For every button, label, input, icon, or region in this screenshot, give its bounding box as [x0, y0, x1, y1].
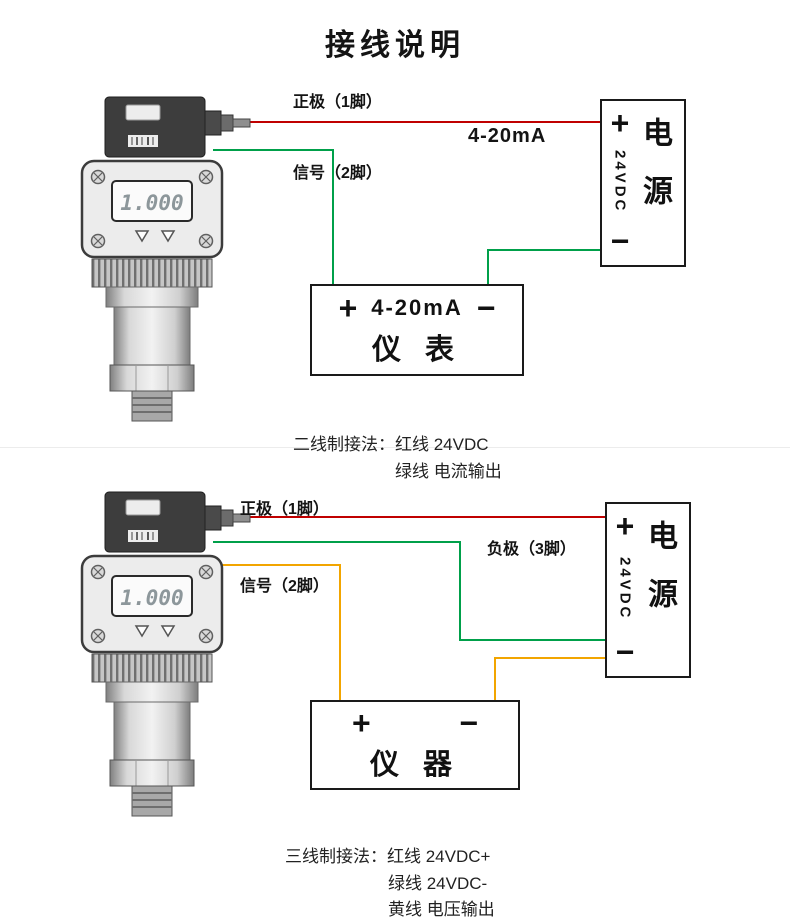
- label-positive-bottom: 正极（1脚）: [240, 501, 329, 518]
- lcd-display: 1.000: [120, 586, 183, 610]
- power-supply-box-top: + 24VDC − 电源: [600, 99, 686, 267]
- minus-terminal: −: [615, 633, 635, 670]
- cable-gland: [204, 505, 251, 531]
- voltage-label: 24VDC: [616, 557, 634, 621]
- current-range-label: 4-20mA: [371, 295, 463, 320]
- caption-three-wire-line1: 三线制接法：红线 24VDC+: [285, 847, 491, 866]
- wire-negative-bottom: [213, 541, 605, 641]
- minus-terminal: −: [476, 290, 496, 326]
- power-terminals: + 24VDC −: [602, 101, 632, 265]
- label-positive-top: 正极（1脚）: [293, 94, 382, 111]
- section-divider: [0, 447, 790, 448]
- pressure-transmitter-bottom: 1.000: [80, 491, 251, 817]
- plus-terminal: +: [338, 290, 358, 326]
- label-negative-bottom: 负极（3脚）: [487, 541, 576, 558]
- wire-return-top: [487, 249, 600, 285]
- lcd-panel: [111, 180, 193, 222]
- display-head: 1.000: [80, 159, 224, 259]
- hex-nut: [109, 759, 195, 787]
- meter-label: 仪 器: [369, 749, 461, 781]
- plus-terminal: +: [610, 105, 630, 141]
- meter-terminals: + −: [312, 707, 518, 739]
- minus-terminal: −: [459, 705, 478, 741]
- power-terminals: + 24VDC −: [607, 504, 637, 676]
- caption-two-wire-line1: 二线制接法：红线 24VDC: [293, 435, 489, 454]
- power-supply-label: 电源: [643, 520, 676, 636]
- device-neck: [105, 681, 199, 703]
- hex-nut: [109, 364, 195, 392]
- display-head: 1.000: [80, 554, 224, 654]
- knurled-ring: [91, 653, 213, 683]
- button-down-right: [160, 230, 176, 243]
- wire-signal-top: [213, 149, 334, 285]
- meter-box-top: + 4-20mA − 仪 表: [310, 284, 524, 376]
- caption-two-wire-line2: 绿线 电流输出: [395, 462, 502, 481]
- wire-signal-bottom: [213, 564, 341, 701]
- meter-terminals: + 4-20mA −: [339, 292, 496, 324]
- meter-box-bottom: + − 仪 器: [310, 700, 520, 790]
- label-current-top: 4-20mA: [468, 125, 547, 147]
- button-down-left: [134, 625, 150, 638]
- lcd-panel: [111, 575, 193, 617]
- pressure-transmitter-top: 1.000: [80, 96, 251, 422]
- button-down-left: [134, 230, 150, 243]
- minus-terminal: −: [610, 222, 630, 259]
- device-neck: [105, 286, 199, 308]
- din-connector: [104, 491, 206, 553]
- power-supply-label: 电源: [638, 117, 671, 233]
- device-body: [113, 306, 191, 366]
- voltage-label: 24VDC: [611, 150, 629, 214]
- caption-three-wire-line2: 绿线 24VDC-: [388, 874, 488, 893]
- cable-gland: [204, 110, 251, 136]
- meter-label: 仪 表: [371, 334, 463, 366]
- power-supply-box-bottom: + 24VDC − 电源: [605, 502, 691, 678]
- plus-terminal: +: [615, 508, 635, 544]
- page-title: 接线说明: [325, 29, 465, 62]
- plus-terminal: +: [352, 705, 371, 741]
- label-signal-bottom: 信号（2脚）: [240, 578, 329, 595]
- wire-meter-bottom: [494, 657, 605, 701]
- button-down-right: [160, 625, 176, 638]
- lcd-display: 1.000: [120, 191, 183, 215]
- device-body: [113, 701, 191, 761]
- process-connection: [131, 785, 173, 817]
- knurled-ring: [91, 258, 213, 288]
- caption-three-wire-line3: 黄线 电压输出: [388, 900, 495, 919]
- label-signal-top: 信号（2脚）: [293, 165, 382, 182]
- process-connection: [131, 390, 173, 422]
- din-connector: [104, 96, 206, 158]
